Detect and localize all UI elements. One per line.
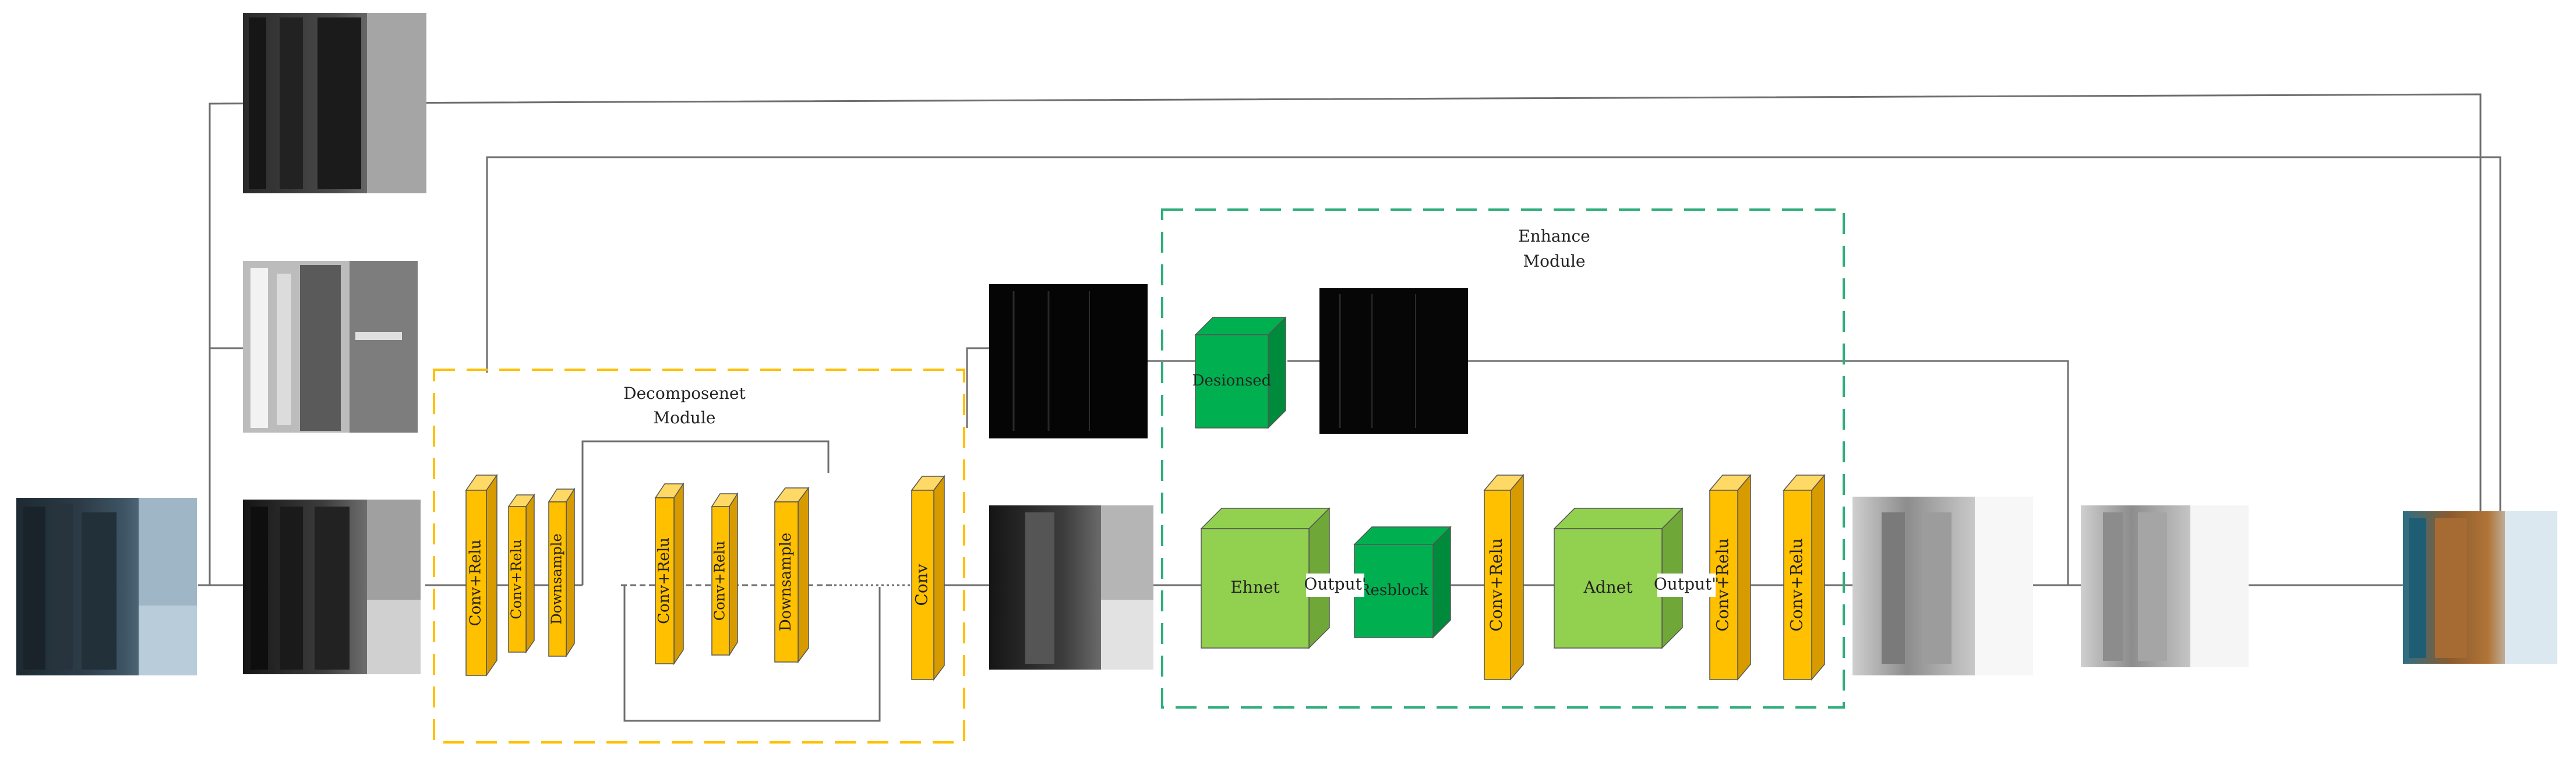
enhance-module-title-line1: Enhance	[1518, 226, 1590, 246]
enh-output-2-label-box: Output"	[1654, 574, 1719, 597]
dec-downsample-1-block: Downsample	[548, 487, 576, 658]
enh-resblock-label: Resblock	[1359, 582, 1428, 599]
dec-conv-relu-2-block: Conv+Relu	[507, 493, 535, 654]
dec-conv-relu-4-block: Conv+Relu	[711, 492, 739, 657]
enh-conv-relu-2-block: Conv+Relu	[1709, 473, 1752, 681]
dec-downsample-2-block: Downsample	[774, 486, 810, 664]
enhanced-output-photo-image	[2403, 511, 2557, 664]
dec-conv-relu-3-label: Conv+Relu	[655, 537, 673, 624]
enh-conv-relu-1-label: Conv+Relu	[1487, 538, 1506, 631]
dec-conv-relu-1-label: Conv+Relu	[467, 540, 485, 627]
dec-downsample-2-label: Downsample	[777, 533, 795, 631]
dec-conv-relu-1-block: Conv+Relu	[465, 473, 498, 677]
denoised-map-image	[1319, 288, 1468, 434]
enhanced-grayscale-image	[2081, 505, 2249, 667]
dec-conv-block: Conv	[911, 475, 945, 681]
input-photo-image	[16, 498, 197, 675]
dec-downsample-1-label: Downsample	[549, 533, 565, 624]
dec-conv-relu-3-block: Conv+Relu	[654, 482, 684, 666]
enh-conv-relu-3-block: Conv+Relu	[1783, 473, 1826, 681]
enh-conv-relu-2-label: Conv+Relu	[1713, 538, 1732, 631]
enh-ehnet-label: Ehnet	[1230, 578, 1280, 597]
enh-conv-relu-1-block: Conv+Relu	[1483, 473, 1525, 681]
dec-conv-relu-2-label: Conv+Relu	[509, 539, 525, 619]
enh-adnet-block: Adnet	[1553, 507, 1684, 649]
decompose-module-title-line1: Decomposenet	[623, 384, 746, 403]
enhanced-illumination-image	[1852, 497, 2033, 675]
connector-lines	[198, 93, 2501, 722]
dec-conv-relu-4-label: Conv+Relu	[712, 541, 728, 621]
enh-output-1-label: Output'	[1304, 575, 1366, 594]
illumination-map-image	[989, 505, 1153, 670]
mid-gray-feature-image	[243, 261, 418, 433]
enh-output-1-label-box: Output'	[1304, 574, 1367, 597]
decompose-module-title-line2: Module	[653, 408, 715, 427]
decompose-module-border	[433, 369, 965, 744]
enh-resblock-block: Resblock	[1353, 526, 1452, 639]
top-gray-feature-image	[243, 13, 426, 193]
dec-conv-label: Conv	[912, 564, 931, 606]
network-blocks: Conv+Relu Conv+Relu Downsample Conv+Relu Con…	[465, 316, 1826, 681]
enh-conv-relu-3-label: Conv+Relu	[1787, 538, 1806, 631]
enh-output-2-label: Output"	[1654, 575, 1719, 594]
low-gray-feature-image	[243, 500, 421, 674]
enh-adnet-label: Adnet	[1583, 578, 1633, 597]
enhance-module-border	[1161, 208, 1845, 709]
enhance-module-title-line2: Module	[1523, 252, 1585, 271]
enh-desionsed-block: Desionsed	[1192, 316, 1287, 429]
enh-desionsed-label: Desionsed	[1192, 372, 1272, 390]
reflectance-map-image	[989, 284, 1148, 438]
